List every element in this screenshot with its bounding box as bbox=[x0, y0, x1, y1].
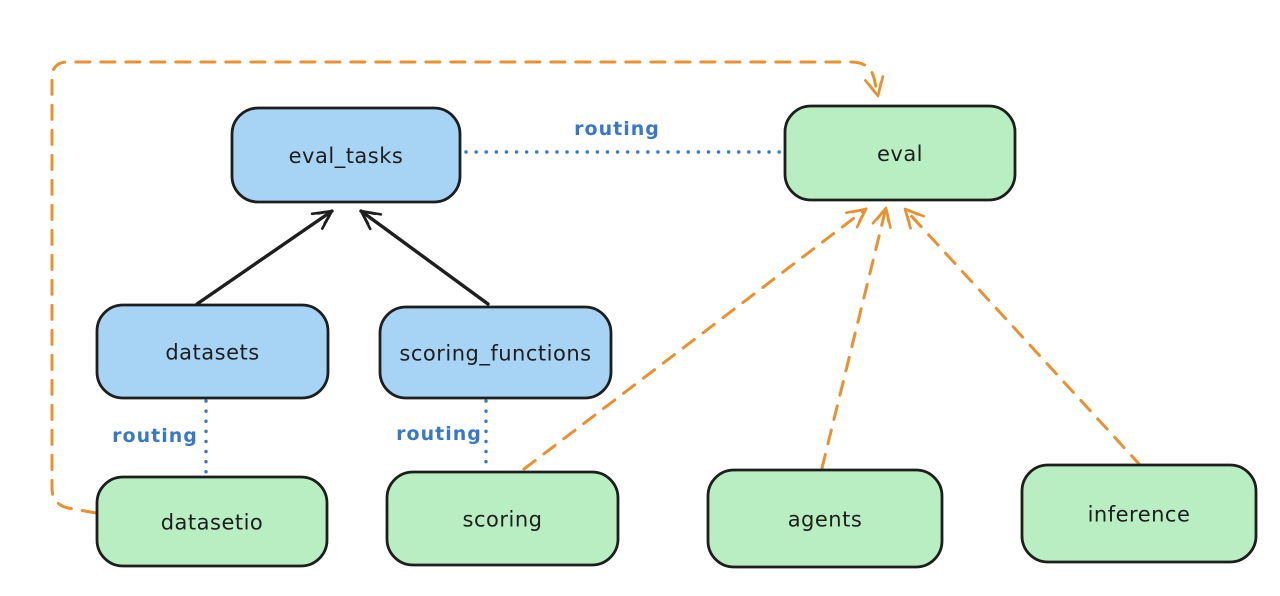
node-label-inference: inference bbox=[1088, 503, 1191, 527]
edge-datasets-to-eval_tasks bbox=[195, 209, 334, 306]
edge-datasets-to-datasetio: routing bbox=[112, 399, 208, 475]
node-label-eval: eval bbox=[877, 142, 923, 166]
edge-label-routing-scoring_functions-to-scoring: routing bbox=[396, 423, 482, 445]
edge-label-routing-eval_tasks-to-eval: routing bbox=[574, 118, 660, 140]
node-label-datasets: datasets bbox=[165, 341, 259, 365]
node-label-agents: agents bbox=[788, 508, 863, 532]
node-datasetio: datasetio bbox=[95, 475, 329, 568]
edge-scoring_functions-to-scoring: routing bbox=[396, 399, 488, 470]
edge-scoring-to-eval bbox=[522, 207, 868, 471]
node-label-eval_tasks: eval_tasks bbox=[289, 144, 404, 169]
edge-agents-to-eval bbox=[820, 206, 892, 470]
edge-datasetio-to-eval-loop bbox=[50, 60, 885, 515]
edge-eval_tasks-to-eval: routing bbox=[464, 118, 784, 154]
node-label-scoring_functions: scoring_functions bbox=[399, 342, 591, 367]
node-eval: eval bbox=[783, 104, 1017, 202]
node-label-datasetio: datasetio bbox=[161, 511, 264, 535]
node-inference: inference bbox=[1020, 463, 1258, 564]
node-label-scoring: scoring bbox=[463, 508, 543, 532]
node-agents: agents bbox=[706, 468, 944, 569]
node-datasets: datasets bbox=[95, 303, 330, 400]
node-eval_tasks: eval_tasks bbox=[230, 106, 462, 204]
edge-inference-to-eval bbox=[903, 207, 1143, 468]
edge-label-routing-datasets-to-datasetio: routing bbox=[112, 425, 198, 447]
edge-scoring_functions-to-eval_tasks bbox=[359, 209, 490, 306]
node-scoring_functions: scoring_functions bbox=[378, 305, 613, 400]
node-scoring: scoring bbox=[385, 470, 620, 567]
